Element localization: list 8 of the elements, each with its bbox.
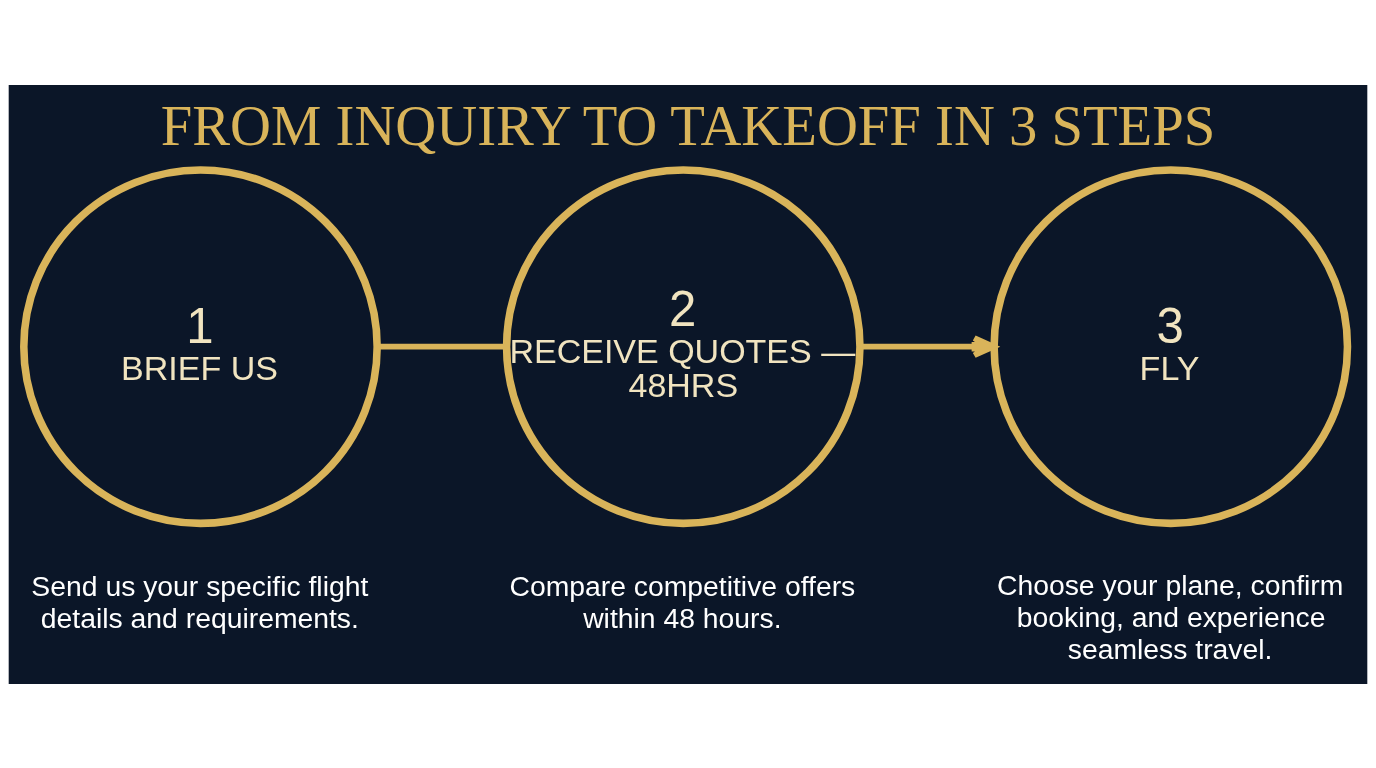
node-circle: 3 FLY <box>990 165 1352 527</box>
node-label: Send us your specific flight details and requirements. <box>31 569 369 634</box>
diagram-title: FROM INQUIRY TO TAKEOFF IN 3 STEPS <box>160 93 1216 157</box>
arrow <box>860 334 997 358</box>
node-circle: 2 RECEIVE QUOTES — 48HRS <box>502 165 864 527</box>
node-label: Choose your plane, confirm booking, and experience seamless travel. <box>996 568 1344 665</box>
node-label: Compare competitive offers within 48 hours. <box>509 569 856 634</box>
node-circle: 1 BRIEF US <box>20 165 381 527</box>
